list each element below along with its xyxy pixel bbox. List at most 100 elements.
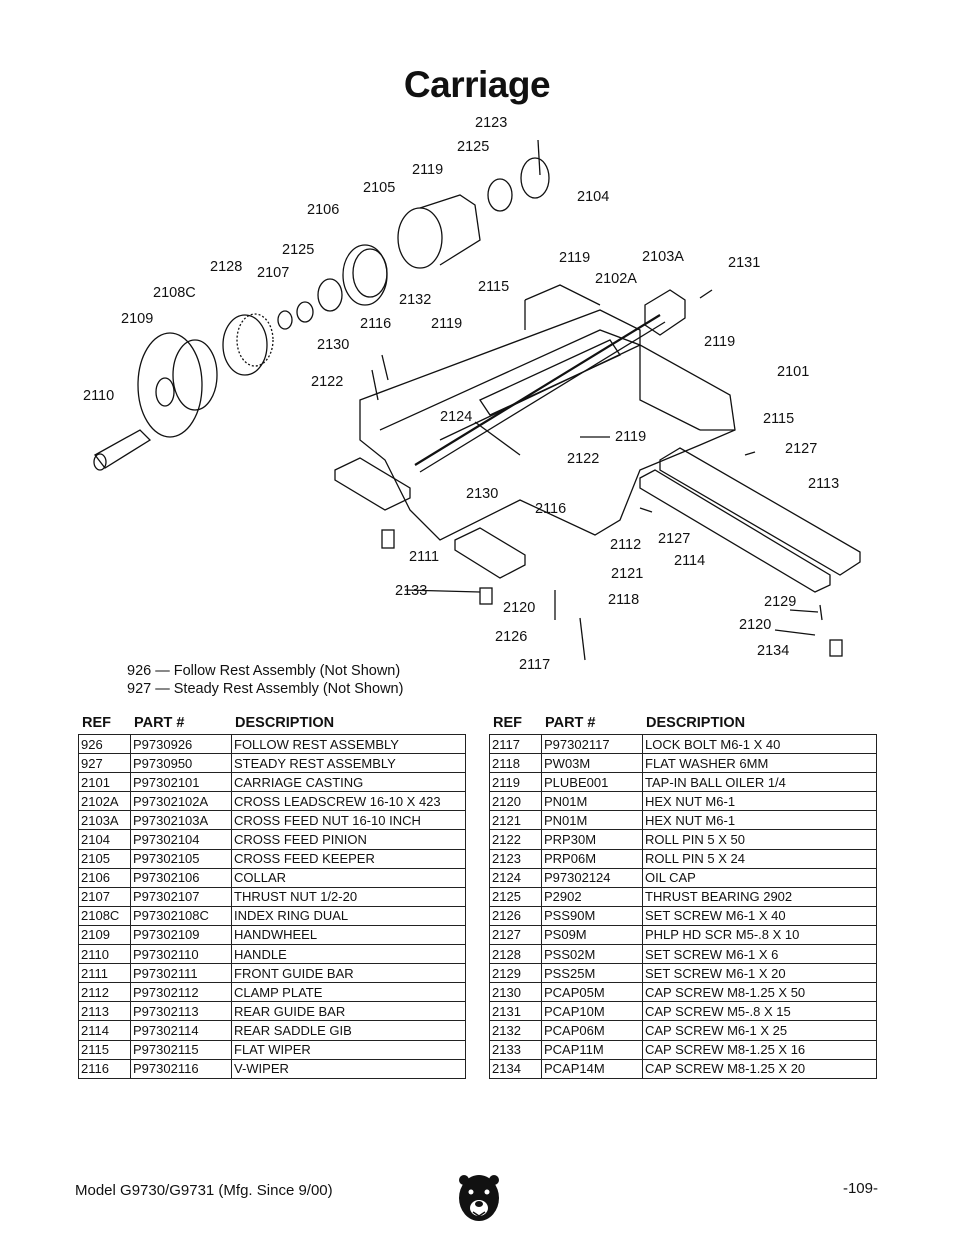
cell-description: CAP SCREW M6-1 X 25 <box>642 1020 877 1041</box>
callout-label: 2107 <box>257 265 289 281</box>
cell-ref: 2110 <box>78 944 131 965</box>
cell-ref: 2108C <box>78 905 131 926</box>
cell-ref: 2115 <box>78 1039 131 1060</box>
cell-description: INDEX RING DUAL <box>231 905 466 926</box>
cell-description: CAP SCREW M5-.8 X 15 <box>642 1001 877 1022</box>
cell-ref: 2123 <box>489 848 542 869</box>
cell-part-number: P97302110 <box>130 944 232 965</box>
cell-ref: 2132 <box>489 1020 542 1041</box>
cell-part-number: PLUBE001 <box>541 772 643 793</box>
callout-label: 2112 <box>610 537 641 553</box>
cell-part-number: P9730950 <box>130 753 232 774</box>
cell-description: FLAT WIPER <box>231 1039 466 1060</box>
callout-label: 2105 <box>363 180 395 196</box>
cell-ref: 2134 <box>489 1058 542 1079</box>
cell-part-number: PSS90M <box>541 905 643 926</box>
header-description: DESCRIPTION <box>646 715 746 731</box>
cell-ref: 2106 <box>78 867 131 888</box>
cell-description: CROSS LEADSCREW 16-10 X 423 <box>231 791 466 812</box>
cell-description: ROLL PIN 5 X 24 <box>642 848 877 869</box>
cell-part-number: P97302109 <box>130 924 232 946</box>
callout-label: 2116 <box>360 316 391 332</box>
callout-label: 2114 <box>674 553 705 569</box>
footer-model: Model G9730/G9731 (Mfg. Since 9/00) <box>75 1182 333 1199</box>
cell-part-number: P9730926 <box>130 733 232 755</box>
diagram-notes: 926 — Follow Rest Assembly (Not Shown) 9… <box>127 662 403 698</box>
cell-description: HEX NUT M6-1 <box>642 791 877 812</box>
callout-label: 2106 <box>307 202 339 218</box>
note-steady-rest: 927 — Steady Rest Assembly (Not Shown) <box>127 681 404 697</box>
cell-part-number: P97302106 <box>130 867 232 888</box>
header-part: PART # <box>545 715 596 731</box>
callout-label: 2120 <box>739 617 771 633</box>
cell-part-number: PCAP10M <box>541 1001 643 1022</box>
cell-ref: 926 <box>78 733 131 755</box>
callout-label: 2120 <box>503 600 535 616</box>
cell-ref: 2103A <box>78 810 131 831</box>
cell-description: PHLP HD SCR M5-.8 X 10 <box>642 924 877 946</box>
cell-part-number: PS09M <box>541 924 643 946</box>
cell-description: THRUST NUT 1/2-20 <box>231 886 466 907</box>
cell-part-number: PCAP14M <box>541 1058 643 1079</box>
header-description: DESCRIPTION <box>235 715 335 731</box>
cell-part-number: P97302104 <box>130 829 232 850</box>
cell-ref: 2114 <box>78 1020 131 1041</box>
callout-label: 2130 <box>466 486 498 502</box>
callout-label: 2126 <box>495 629 527 645</box>
cell-ref: 2125 <box>489 886 542 907</box>
cell-part-number: P97302116 <box>130 1058 232 1079</box>
cell-ref: 2104 <box>78 829 131 850</box>
cell-ref: 2112 <box>78 982 131 1003</box>
cell-part-number: PCAP11M <box>541 1039 643 1060</box>
callout-label: 2104 <box>577 189 609 205</box>
note-follow-rest: 926 — Follow Rest Assembly (Not Shown) <box>127 663 401 679</box>
cell-part-number: P97302117 <box>541 733 643 755</box>
cell-description: REAR SADDLE GIB <box>231 1020 466 1041</box>
callout-label: 2125 <box>282 242 314 258</box>
cell-part-number: PSS02M <box>541 944 643 965</box>
cell-ref: 2122 <box>489 829 542 850</box>
cell-part-number: PRP30M <box>541 829 643 850</box>
cell-ref: 2128 <box>489 944 542 965</box>
cell-description: LOCK BOLT M6-1 X 40 <box>642 733 877 755</box>
cell-ref: 2118 <box>489 753 542 774</box>
cell-part-number: PRP06M <box>541 848 643 869</box>
cell-part-number: P97302105 <box>130 848 232 869</box>
callout-label: 2133 <box>395 583 427 599</box>
cell-description: CLAMP PLATE <box>231 982 466 1003</box>
cell-ref: 2105 <box>78 848 131 869</box>
cell-part-number: P2902 <box>541 886 643 907</box>
cell-part-number: P97302115 <box>130 1039 232 1060</box>
callout-label: 2115 <box>763 411 794 427</box>
cell-ref: 2111 <box>78 963 131 984</box>
callout-label: 2129 <box>764 594 796 610</box>
cell-description: THRUST BEARING 2902 <box>642 886 877 907</box>
cell-ref: 2107 <box>78 886 131 907</box>
cell-description: SET SCREW M6-1 X 6 <box>642 944 877 965</box>
cell-part-number: P97302114 <box>130 1020 232 1041</box>
cell-description: COLLAR <box>231 867 466 888</box>
callout-label: 2119 <box>615 429 646 445</box>
callout-label: 2108C <box>153 285 196 301</box>
callout-label: 2111 <box>409 549 439 565</box>
cell-ref: 2129 <box>489 963 542 984</box>
cell-part-number: P97302103A <box>130 810 232 831</box>
